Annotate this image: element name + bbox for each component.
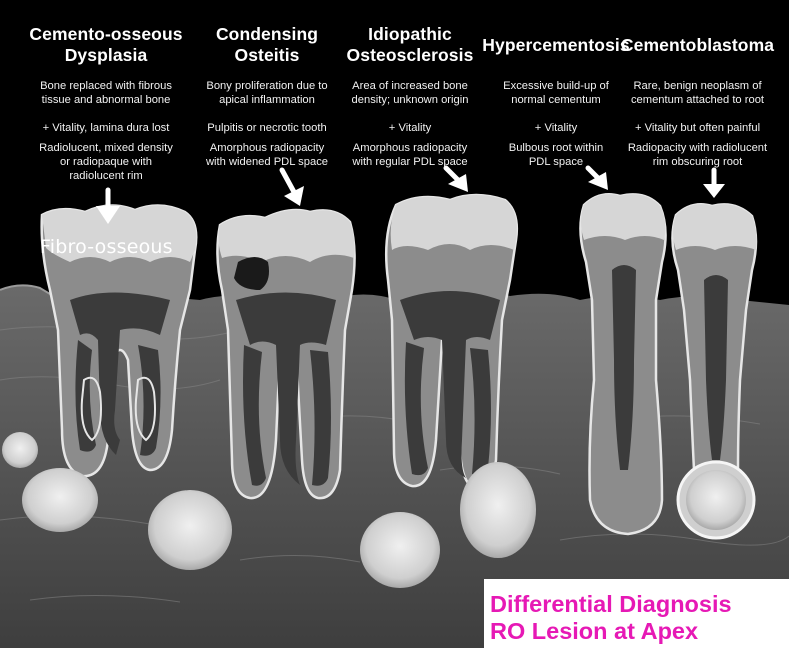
tooth-condensing-osteitis (186, 208, 356, 530)
lesion-hypercementosis-bone (460, 462, 536, 558)
radiopaque-lesions (2, 432, 756, 588)
column-title: Cemento-osseous Dysplasia (29, 24, 183, 65)
column-vitality: + Vitality (388, 122, 432, 134)
lesion-idiopathic-osteosclerosis (360, 512, 440, 588)
diagnosis-box (484, 579, 789, 648)
tooth-cemento-osseous-dysplasia (40, 204, 198, 478)
tooth-cementoblastoma (671, 203, 758, 472)
fibro-osseous-label: Fibro-osseous (40, 236, 173, 258)
column-radiographic: Bulbous root within PDL space (508, 142, 604, 168)
column-title: Idiopathic Osteosclerosis (346, 24, 474, 65)
column-description: Rare, benign neoplasm of cementum attach… (630, 80, 765, 106)
diagnosis-title: Differential Diagnosis (490, 591, 732, 617)
column-vitality: + Vitality (534, 122, 578, 134)
column-description: Bony proliferation due to apical inflamm… (206, 80, 328, 106)
tooth-idiopathic-osteosclerosis (384, 193, 519, 490)
column-description: Bone replaced with fibrous tissue and ab… (40, 80, 172, 106)
tooth-hypercementosis (579, 193, 667, 536)
diagnosis-subtitle: RO Lesion at Apex (490, 618, 699, 644)
lesion-cemento-osseous-large (22, 468, 98, 532)
column-vitality: + Vitality, lamina dura lost (42, 122, 170, 134)
arrow-cemento-osseous (96, 187, 120, 224)
arrows (96, 165, 725, 224)
arrow-condensing-osteitis (279, 167, 304, 206)
lesion-cemento-osseous-small (2, 432, 38, 468)
arrow-hypercementosis (585, 165, 608, 190)
column-title: Cementoblastoma (620, 35, 775, 55)
bone-edge (0, 284, 61, 301)
arrow-cementoblastoma (703, 167, 725, 198)
lesion-condensing-osteitis (148, 490, 232, 570)
column-vitality: + Vitality but often painful (634, 122, 761, 134)
column-title: Hypercementosis (482, 35, 630, 55)
column-description: Area of increased bone density; unknown … (351, 80, 469, 106)
column-title: Condensing Osteitis (215, 24, 319, 65)
column-radiographic: Amorphous radiopacity with regular PDL s… (352, 142, 468, 168)
column-vitality: Pulpitis or necrotic tooth (207, 122, 327, 134)
column-radiographic: Radiopacity with radiolucent rim obscuri… (627, 142, 768, 168)
arrow-idiopathic-osteosclerosis (443, 165, 468, 192)
column-radiographic: Radiolucent, mixed density or radiopaque… (39, 142, 173, 182)
column-description: Excessive build-up of normal cementum (503, 80, 609, 106)
column-radiographic: Amorphous radiopacity with widened PDL s… (205, 142, 329, 168)
